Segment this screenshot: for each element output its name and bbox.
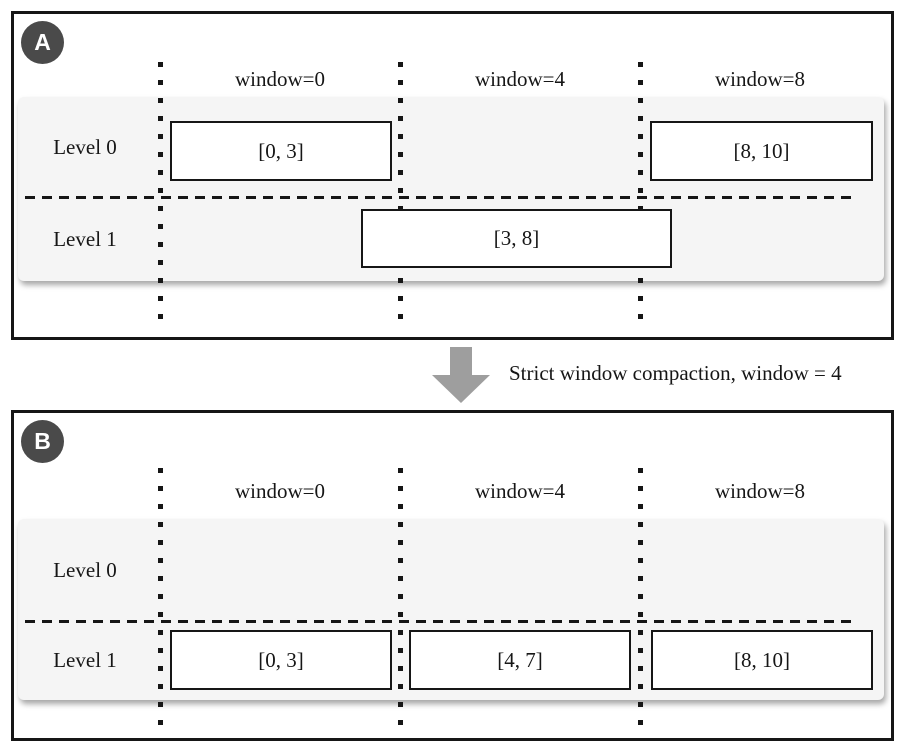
panel-a-window8-label: window=8 [714, 67, 805, 91]
panel-b-sstable-4-7: [4, 7] [409, 630, 631, 690]
panel-a-frame [11, 11, 894, 340]
panel-a-window0-label: window=0 [234, 67, 325, 91]
panel-b-window4-label: window=4 [474, 479, 565, 503]
panel-a-badge: A [21, 21, 64, 64]
panel-a-sstable-3-8: [3, 8] [361, 209, 672, 268]
panel-a-level0-label: Level 0 [53, 135, 117, 159]
panel-b-window-divider-0 [158, 468, 163, 737]
panel-a-window4-label: window=4 [474, 67, 565, 91]
down-arrow-icon [450, 347, 472, 376]
down-arrow-head-icon [432, 375, 490, 403]
panel-b-sstable-0-3: [0, 3] [170, 630, 392, 690]
panel-b-level-divider [25, 620, 852, 623]
panel-a-sstable-0-3: [0, 3] [170, 121, 392, 181]
transition-caption: Strict window compaction, window = 4 [509, 361, 842, 385]
panel-a-level1-label: Level 1 [53, 227, 117, 251]
panel-b-frame [11, 410, 894, 741]
panel-b-level1-label: Level 1 [53, 648, 117, 672]
panel-a-level-divider [25, 196, 852, 199]
panel-b-window0-label: window=0 [234, 479, 325, 503]
panel-b-window-divider-4 [398, 468, 403, 737]
panel-b-level0-label: Level 0 [53, 558, 117, 582]
panel-b-window-divider-8 [638, 468, 643, 737]
panel-b-window8-label: window=8 [714, 479, 805, 503]
panel-b-badge: B [21, 420, 64, 463]
panel-b-sstable-8-10: [8, 10] [651, 630, 873, 690]
panel-a-sstable-8-10: [8, 10] [650, 121, 873, 181]
